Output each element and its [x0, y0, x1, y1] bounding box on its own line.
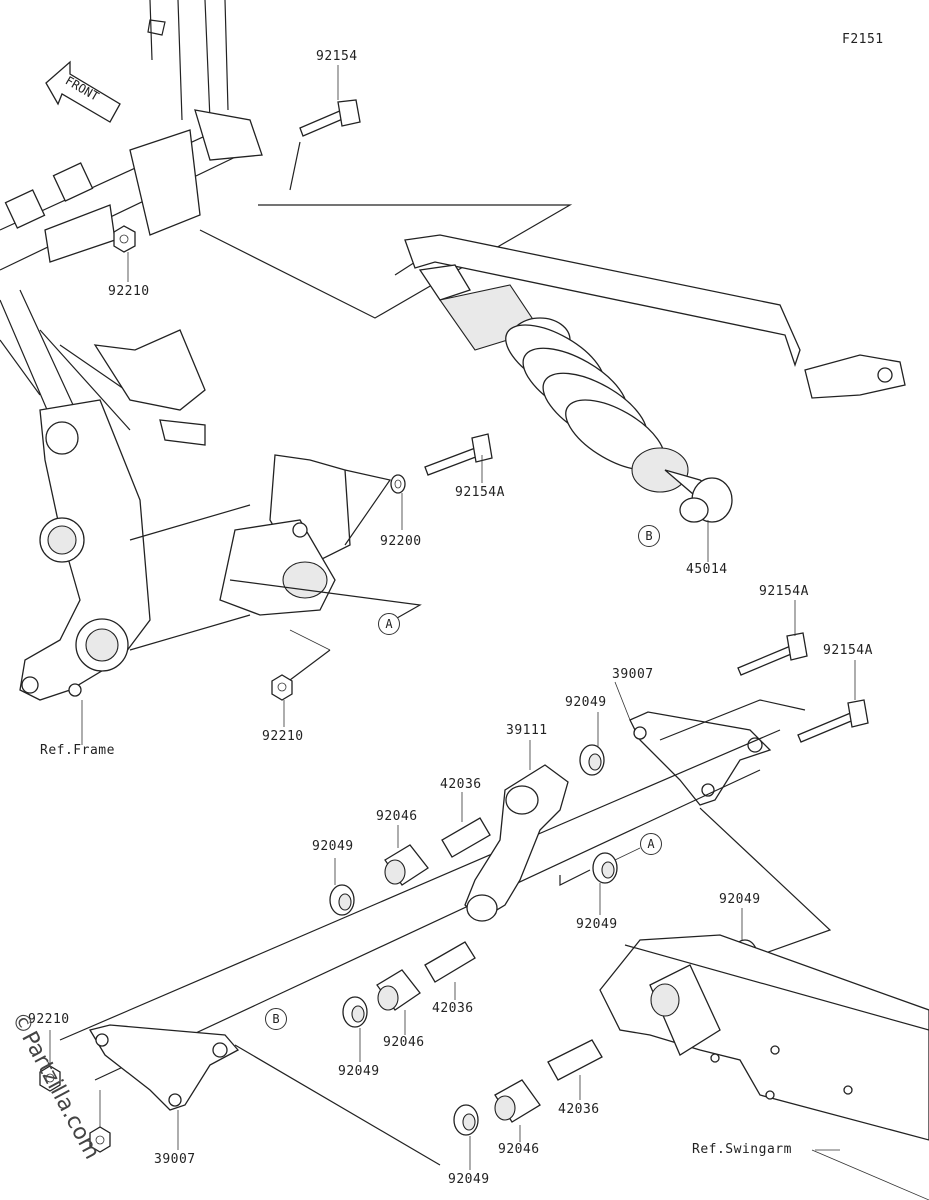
bolt-92154A-right-upper: [737, 632, 808, 676]
tie-rod-39007-left: [88, 1024, 240, 1111]
bolt-92154A-right: [797, 699, 869, 743]
collar-92049-center: [592, 852, 618, 884]
figure-code: F2151: [842, 32, 884, 47]
ref-swingarm-label: Ref.Swingarm: [692, 1142, 792, 1157]
nut-92210-frame: [271, 674, 293, 701]
shock-mount-bracket: [219, 454, 392, 616]
washer-92200: [390, 474, 406, 494]
nut-92210-left-lower: [89, 1126, 111, 1153]
part-label-92049-center: 92049: [576, 917, 618, 932]
part-label-92210-left: 92210: [28, 1012, 70, 1027]
bolt-92154A-mid: [424, 433, 493, 476]
part-label-92154A-right: 92154A: [823, 643, 873, 658]
part-label-92046-mid: 92046: [383, 1035, 425, 1050]
swingarm: [599, 934, 929, 1141]
ref-frame-label: Ref.Frame: [40, 743, 115, 758]
part-label-39111: 39111: [506, 723, 548, 738]
part-label-92046-upper: 92046: [376, 809, 418, 824]
part-label-42036-mid: 42036: [432, 1001, 474, 1016]
part-label-92049-left: 92049: [312, 839, 354, 854]
part-label-92049-low: 92049: [338, 1064, 380, 1079]
part-label-39007-right: 39007: [612, 667, 654, 682]
part-label-42036-low: 42036: [558, 1102, 600, 1117]
front-arrow-icon: FRONT: [45, 60, 121, 123]
bearing-92046-low: [494, 1079, 541, 1123]
suspension-arm-39111: [464, 764, 569, 922]
part-label-92154A-right-upper: 92154A: [759, 584, 809, 599]
part-label-45014: 45014: [686, 562, 728, 577]
frame-lower-left: [0, 329, 251, 701]
part-label-92154: 92154: [316, 49, 358, 64]
collar-92049-bottom: [453, 1104, 479, 1136]
marker-a-collar: A: [640, 833, 662, 855]
part-label-92210-top: 92210: [108, 284, 150, 299]
bearing-92046-mid: [376, 969, 421, 1011]
marker-a-frame: A: [378, 613, 400, 635]
bearing-92046-upper: [384, 844, 429, 886]
part-label-92154A-mid: 92154A: [455, 485, 505, 500]
rear-shock-absorber: [404, 234, 906, 523]
sleeve-42036-upper: [441, 817, 491, 858]
part-label-92046-low: 92046: [498, 1142, 540, 1157]
part-label-92210-frame: 92210: [262, 729, 304, 744]
part-label-92049-bottom: 92049: [448, 1172, 490, 1187]
bolt-92154-top: [299, 99, 361, 137]
marker-b-shock: B: [638, 525, 660, 547]
marker-b-tierod: B: [265, 1008, 287, 1030]
collar-92049-left: [329, 884, 355, 916]
part-label-92200: 92200: [380, 534, 422, 549]
part-label-92049-top: 92049: [565, 695, 607, 710]
sleeve-42036-low: [547, 1039, 603, 1081]
sleeve-42036-mid: [424, 941, 476, 983]
part-label-39007-left: 39007: [154, 1152, 196, 1167]
part-label-92049-right: 92049: [719, 892, 761, 907]
part-label-42036-upper: 42036: [440, 777, 482, 792]
collar-92049-top: [579, 744, 605, 776]
frame-upper-tubes: [0, 0, 263, 441]
nut-92210-top: [113, 225, 136, 253]
collar-92049-low: [342, 996, 368, 1028]
tie-rod-39007-right: [629, 711, 772, 806]
